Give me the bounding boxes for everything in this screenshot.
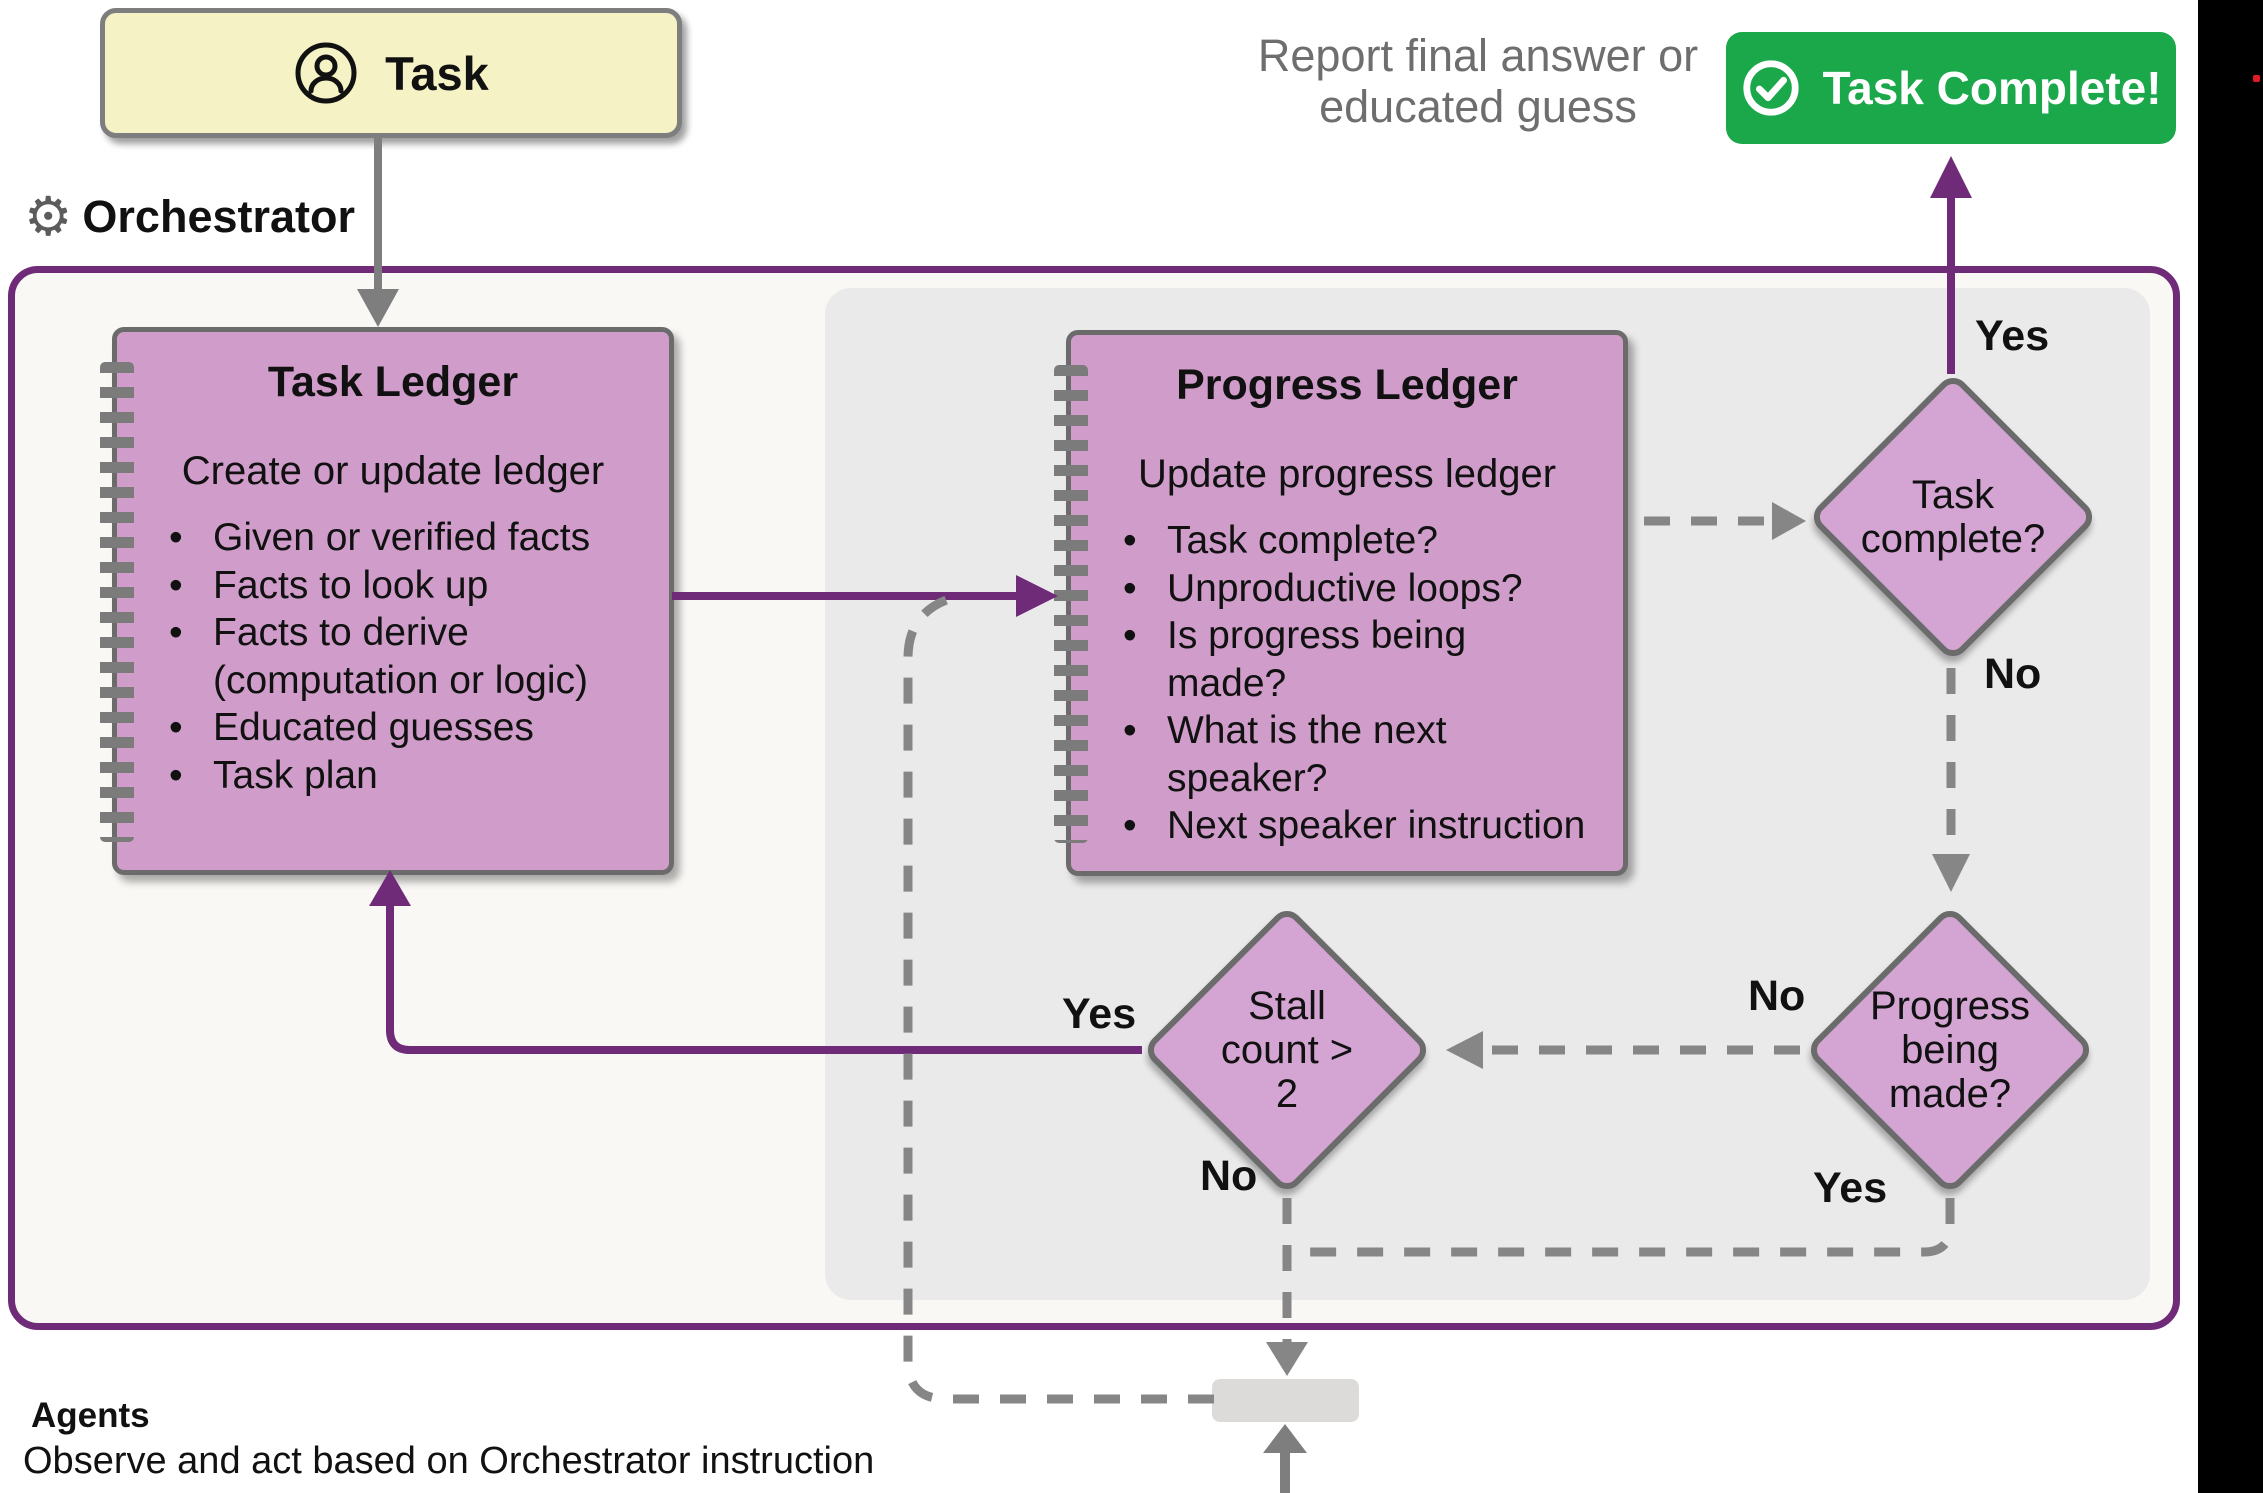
task-node: Task [100,8,682,138]
task-ledger-node: Task Ledger Create or update ledger • Gi… [100,327,674,875]
list-item: • Next speaker instruction [1123,802,1609,850]
bullet-icon: • [1123,804,1137,848]
progress-ledger-node: Progress Ledger Update progress ledger •… [1054,330,1628,876]
list-item: • Is progress being made? [1123,612,1609,707]
progress-ledger-title: Progress Ledger [1176,361,1518,409]
bullet-icon: • [1123,519,1137,562]
task-node-label: Task [385,46,489,100]
agents-node [1212,1379,1359,1422]
list-item: • Given or verified facts [169,514,655,562]
list-item: • Educated guesses [169,704,655,752]
task-ledger-list: • Given or verified facts • Facts to loo… [117,514,669,799]
bullet-icon: • [1123,614,1137,658]
bullet-icon: • [169,563,183,607]
list-item: • Task complete? [1123,517,1609,565]
decision-task-complete: Task complete? [1803,367,2103,667]
spiral-binding [100,362,134,842]
task-ledger-subtitle: Create or update ledger [181,449,605,493]
edge-label-stall-yes: Yes [1062,990,1137,1038]
task-complete-button: Task Complete! [1726,32,2176,144]
bullet-icon: • [169,753,183,797]
edge-label-progress-yes: Yes [1813,1164,1888,1212]
decision-progress-being-made: Progress being made? [1800,900,2100,1200]
progress-ledger-subtitle: Update progress ledger [1137,452,1557,496]
user-icon [293,40,359,106]
edge-label-progress-no: No [1748,972,1806,1020]
task-ledger-title: Task Ledger [267,358,519,406]
bullet-icon: • [1123,566,1137,610]
agents-title: Agents [31,1396,150,1435]
list-item: • Facts to derive (computation or logic) [169,609,655,704]
bullet-icon: • [169,516,183,559]
list-item: • Unproductive loops? [1123,565,1609,613]
bullet-icon: • [1123,709,1137,753]
spiral-binding [1054,365,1088,843]
bullet-icon: • [169,611,183,655]
list-item: • Facts to look up [169,562,655,610]
arrow-up-into-agents [1263,1424,1307,1493]
bullet-icon: • [169,706,183,750]
agents-subtitle: Observe and act based on Orchestrator in… [23,1440,875,1482]
check-circle-icon [1740,57,1802,119]
orchestrator-label-text: Orchestrator [82,191,356,242]
edge-label-task-complete-no: No [1984,650,2042,698]
report-note: Report final answer or educated guess [1257,30,1699,133]
orchestrator-label: ⚙ Orchestrator [24,190,355,244]
list-item: • Task plan [169,752,655,800]
red-dot [2253,75,2260,82]
progress-ledger-list: • Task complete? • Unproductive loops? •… [1071,517,1623,850]
task-complete-label: Task Complete! [1822,62,2162,114]
edge-label-task-complete-yes: Yes [1975,312,2050,360]
edge-label-stall-no: No [1200,1152,1258,1200]
screen-edge-strip [2198,0,2263,1493]
decision-stall-count: Stall count > 2 [1137,900,1437,1200]
list-item: • What is the next speaker? [1123,707,1609,802]
gear-icon: ⚙ [24,187,73,247]
